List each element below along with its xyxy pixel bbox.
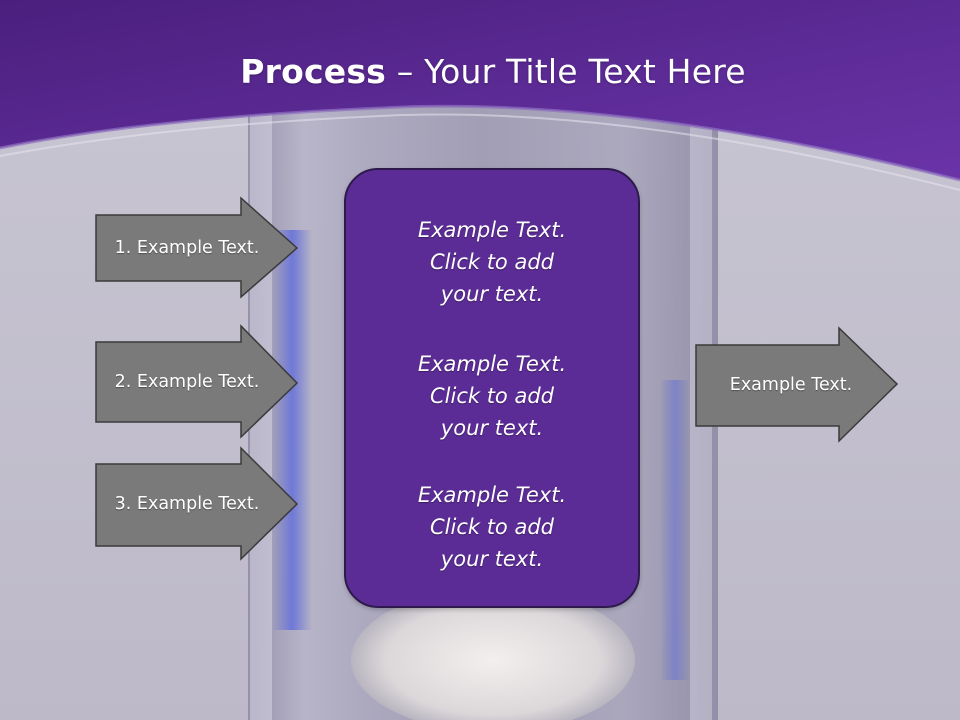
input-arrow-3[interactable]: 3. Example Text.	[95, 446, 299, 561]
arrow-shape	[95, 324, 299, 439]
arrow-shape	[95, 196, 299, 299]
output-arrow-label: Example Text.	[729, 375, 853, 395]
title-rest: – Your Title Text Here	[386, 52, 746, 91]
output-arrow[interactable]: Example Text.	[695, 326, 899, 443]
arrow-shape	[95, 446, 299, 561]
input-arrow-label: 3. Example Text.	[114, 494, 260, 514]
center-text-3[interactable]: Example Text. Click to add your text.	[417, 483, 567, 571]
input-arrow-2[interactable]: 2. Example Text.	[95, 324, 299, 439]
input-arrow-label: 1. Example Text.	[114, 238, 260, 258]
center-text-1[interactable]: Example Text. Click to add your text.	[417, 218, 567, 306]
process-center-box[interactable]: Example Text. Click to add your text. Ex…	[344, 168, 640, 608]
arrow-shape	[695, 326, 899, 443]
input-arrow-1[interactable]: 1. Example Text.	[95, 196, 299, 299]
center-text-2[interactable]: Example Text. Click to add your text.	[417, 352, 567, 440]
slide-title: Process – Your Title Text Here	[0, 52, 960, 91]
title-bold: Process	[240, 52, 387, 91]
input-arrow-label: 2. Example Text.	[114, 372, 260, 392]
